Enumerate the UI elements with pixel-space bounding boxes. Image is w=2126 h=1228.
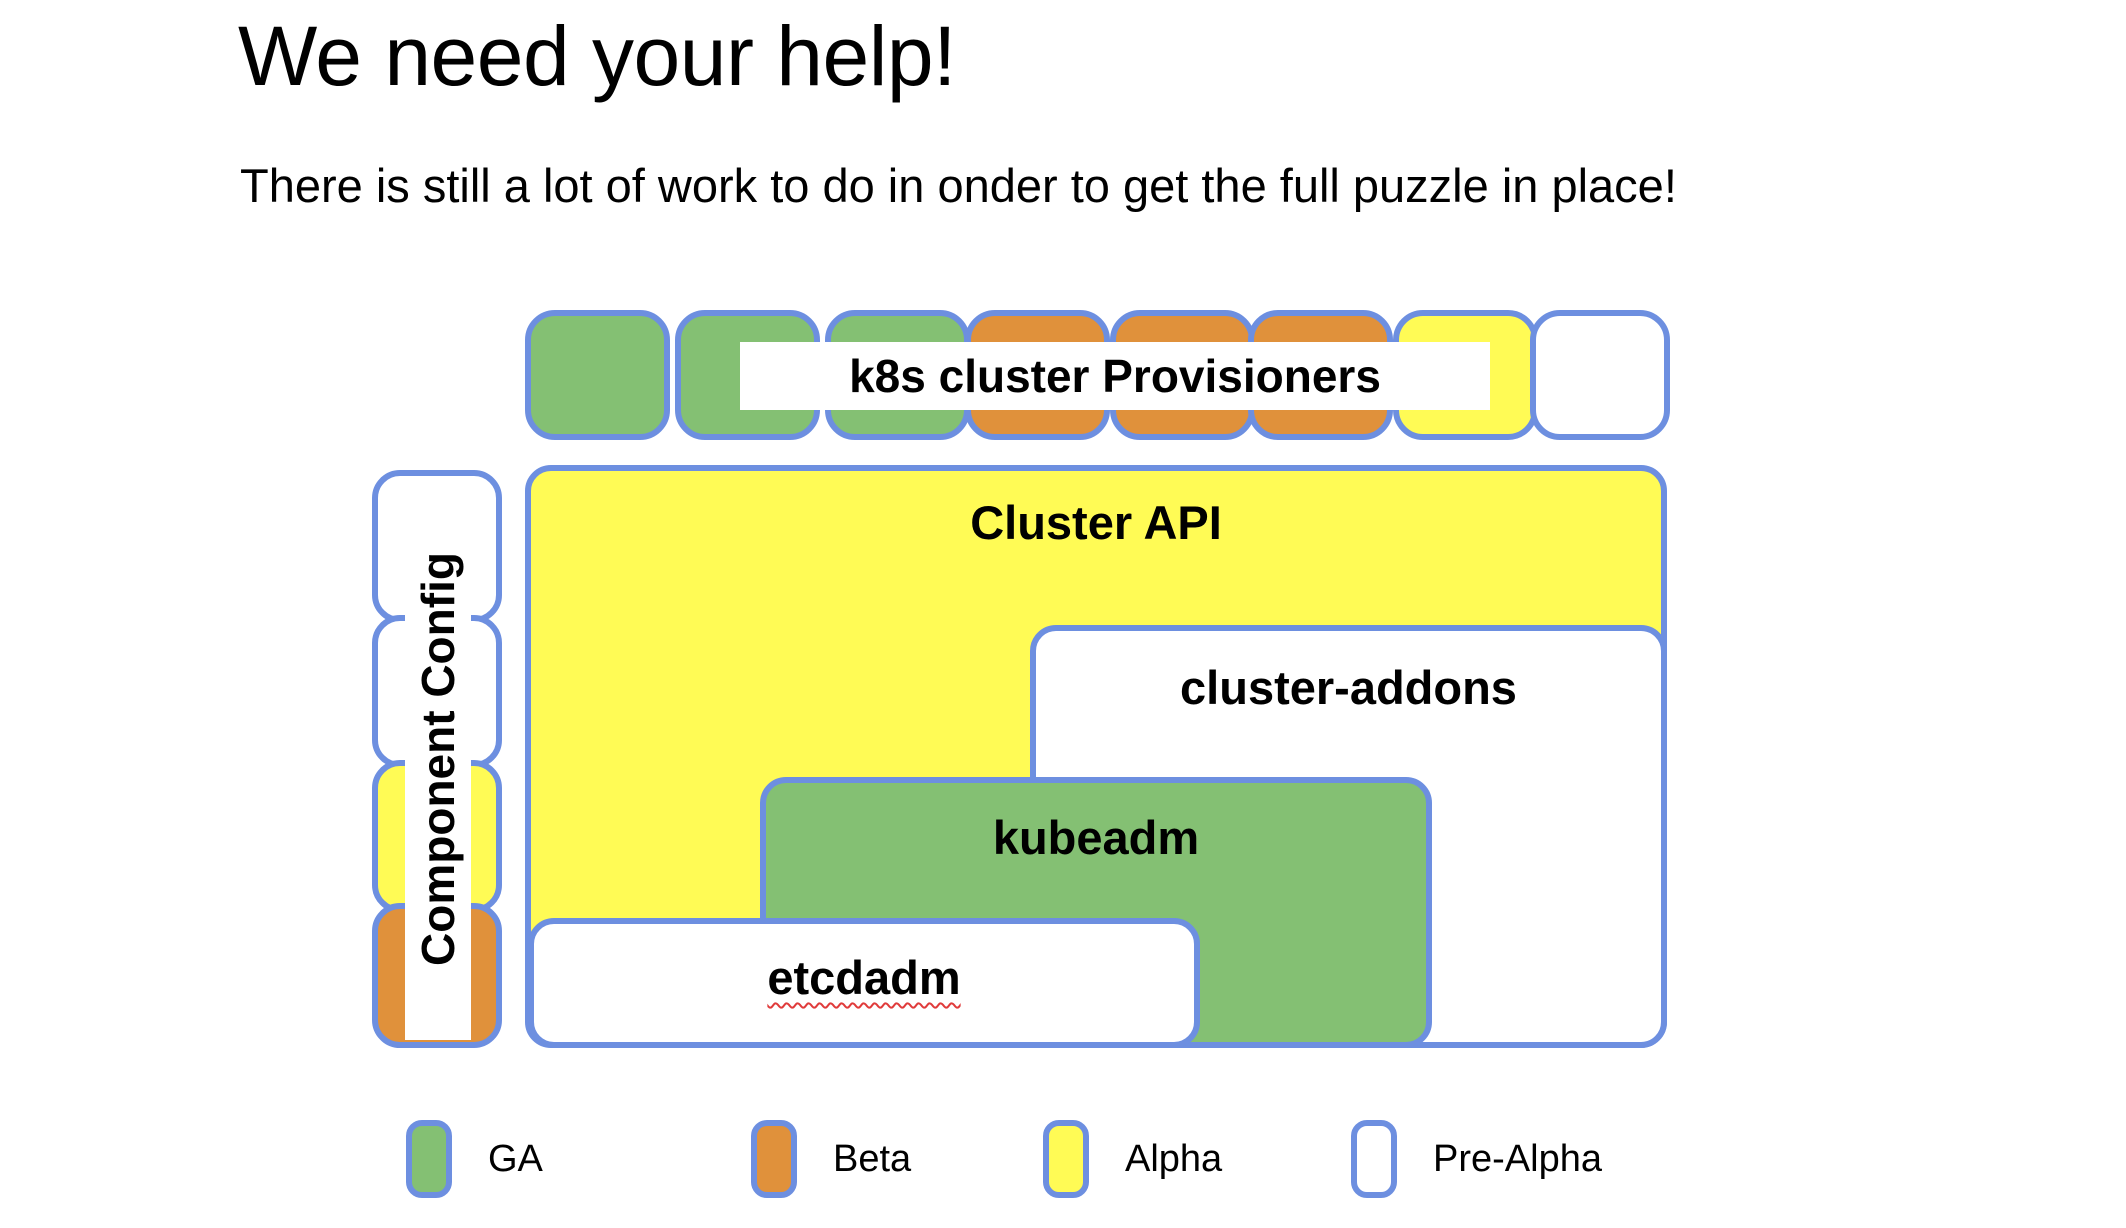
kubeadm-label: kubeadm [992, 811, 1200, 864]
cluster-api-label: Cluster API [970, 496, 1222, 549]
page-subtitle: There is still a lot of work to do in on… [240, 159, 1677, 212]
provisioner-box-8 [1530, 310, 1670, 440]
legend-swatch-beta [751, 1120, 797, 1198]
legend-item-ga: GA [406, 1120, 543, 1198]
etcdadm-box [528, 918, 1200, 1048]
legend-item-beta: Beta [751, 1120, 911, 1198]
legend-swatch-pre-alpha [1351, 1120, 1397, 1198]
legend-item-pre-alpha: Pre-Alpha [1351, 1120, 1602, 1198]
legend-label-ga: GA [488, 1137, 543, 1180]
cluster-addons-label: cluster-addons [1180, 661, 1517, 714]
legend-label-alpha: Alpha [1125, 1137, 1223, 1180]
provisioner-box-1 [525, 310, 670, 440]
provisioners-label: k8s cluster Provisioners [740, 342, 1490, 410]
legend-swatch-ga [406, 1120, 452, 1198]
legend-label-pre-alpha: Pre-Alpha [1433, 1137, 1602, 1180]
legend-item-alpha: Alpha [1043, 1120, 1222, 1198]
page-title: We need your help! [238, 9, 956, 103]
legend-label-beta: Beta [833, 1137, 912, 1180]
legend-swatch-alpha [1043, 1120, 1089, 1198]
component-config-label-text: Component Config [412, 552, 465, 966]
component-config-label: Component Config [405, 478, 471, 1040]
legend: GA Beta Alpha Pre-Alpha [406, 1120, 1726, 1200]
etcdadm-label: etcdadm [767, 951, 961, 1004]
